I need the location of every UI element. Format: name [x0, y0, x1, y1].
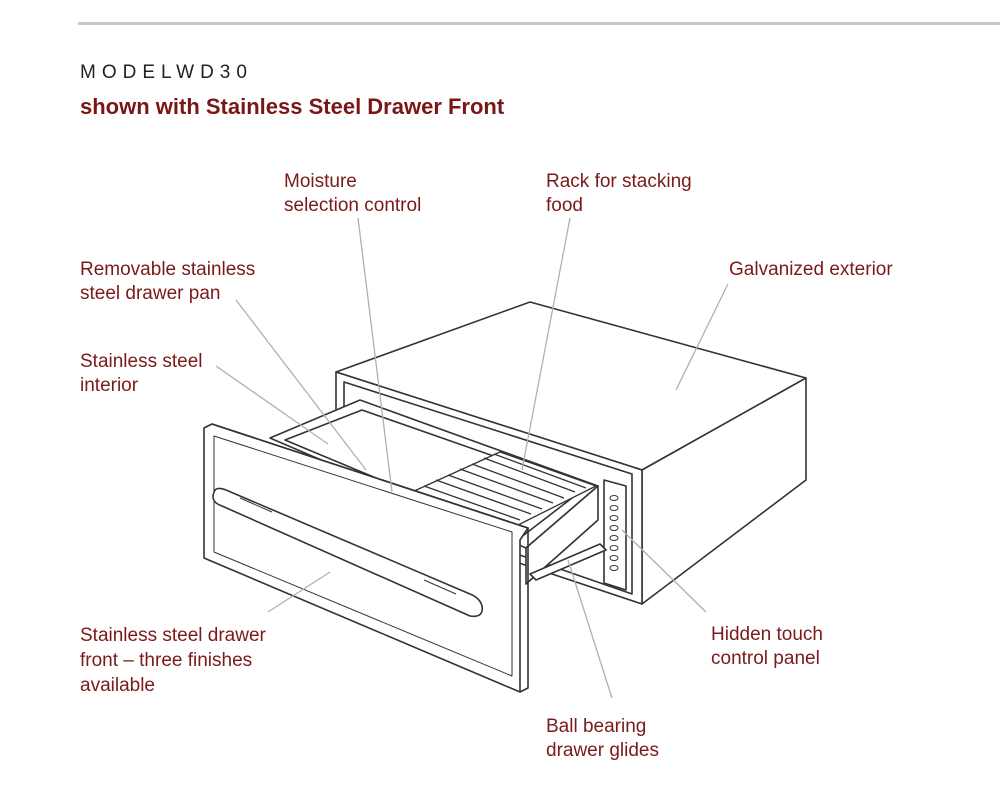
callout-rack: Rack for stacking food [546, 170, 692, 218]
callout-front: Stainless steel drawer front – three fin… [80, 623, 266, 698]
callout-exterior: Galvanized exterior [729, 258, 893, 282]
callout-moisture-line2: selection control [284, 195, 422, 216]
callout-front-line3: available [80, 675, 155, 696]
top-divider [78, 22, 1000, 25]
leader-rack [521, 217, 571, 471]
callout-glides: Ball bearing drawer glides [546, 715, 659, 763]
leader-interior [215, 365, 329, 445]
leader-lines [215, 217, 729, 699]
callout-interior-line2: interior [80, 375, 139, 396]
callout-moisture-line1: Moisture [284, 171, 357, 192]
drawer-side [525, 485, 599, 585]
callout-interior-line1: Stainless steel [80, 351, 203, 372]
callout-glides-line1: Ball bearing [546, 716, 647, 737]
callout-interior: Stainless steel interior [80, 350, 203, 398]
callout-rack-line2: food [546, 195, 583, 216]
leader-exterior [675, 283, 729, 391]
drawer-handle [212, 487, 484, 618]
leader-glides [567, 559, 613, 699]
leader-moisture [357, 217, 393, 493]
leader-pan [235, 299, 367, 471]
callout-glides-line2: drawer glides [546, 740, 659, 761]
control-buttons [609, 495, 619, 571]
callout-pan-line1: Removable stainless [80, 259, 256, 280]
callout-exterior-line1: Galvanized exterior [729, 259, 893, 280]
callout-touch: Hidden touch control panel [711, 623, 823, 671]
leader-front [267, 571, 331, 613]
callout-front-line1: Stainless steel drawer [80, 625, 266, 646]
callout-touch-line2: control panel [711, 648, 820, 669]
callout-front-line2: front – three finishes [80, 650, 253, 671]
callout-moisture: Moisture selection control [284, 170, 421, 218]
callout-touch-line1: Hidden touch [711, 624, 823, 645]
model-subtitle: shown with Stainless Steel Drawer Front [80, 94, 505, 119]
callout-pan-line2: steel drawer pan [80, 283, 221, 304]
callout-rack-line1: Rack for stacking [546, 171, 692, 192]
model-title: MODELWD30 [80, 62, 253, 83]
leader-touch [621, 529, 707, 613]
callout-pan: Removable stainless steel drawer pan [80, 258, 255, 306]
